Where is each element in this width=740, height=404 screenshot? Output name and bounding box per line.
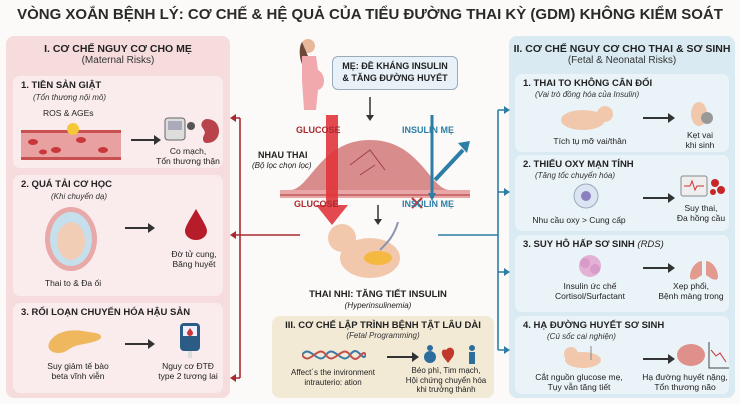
alveoli-icon: [579, 255, 601, 277]
placenta-sublabel: (Bộ lọc chọn lọc): [252, 161, 312, 170]
blood-vessel-icon: [21, 123, 121, 160]
insulin-label-bottom: INSULIN MẸ: [402, 199, 455, 209]
cause-label: Tích tụ mỡ vai/thân: [553, 136, 627, 146]
mother-box-line: MẸ: ĐỀ KHÁNG INSULIN: [342, 61, 448, 71]
card-subtitle: (Tăng tốc chuyển hóa): [535, 171, 616, 180]
shoulder-dystocia-icon: [691, 102, 713, 126]
effect-label: Đờ tử cung,Băng huyết: [171, 249, 217, 270]
card-postpartum-metabolic: 3. RỐI LOẠN CHUYỂN HÓA HẬU SẢN Suy giảm …: [13, 303, 223, 393]
blood-pressure-kidney-icon: [164, 117, 219, 143]
card-preeclampsia: 1. TIỀN SẢN GIẬT (Tổn thương nội mô) ROS…: [13, 76, 223, 168]
baby-icon: [561, 106, 613, 130]
placenta-diagram: [280, 97, 470, 225]
panel-subtitle: (Maternal Risks): [81, 55, 155, 66]
cause-label: ROS & AGEs: [43, 108, 94, 118]
cause-label: Nhu cầu oxy > Cung cấp: [532, 215, 626, 225]
card-title: 1. THAI TO KHÔNG CÂN ĐỐI: [523, 78, 653, 89]
insulin-label-top: INSULIN MẸ: [402, 125, 455, 135]
cell-icon: [573, 183, 599, 209]
card-title: 2. QUÁ TẢI CƠ HỌC: [21, 179, 112, 190]
glucose-label-bottom: GLUCOSE: [294, 199, 339, 209]
pregnant-woman-icon: [299, 39, 324, 110]
maternal-risks-panel: I. CƠ CHẾ NGUY CƠ CHO MẸ (Maternal Risks…: [6, 36, 230, 398]
cause-label: Thai to & Đa ối: [44, 278, 102, 288]
effect-label: Hạ đường huyết nặng,Tổn thương não: [642, 372, 728, 393]
card-subtitle: (Vai trò đồng hóa của Insulin): [535, 90, 640, 99]
fetus-sublabel: (Hyperinsulinemia): [344, 301, 412, 310]
card-subtitle: (Cú sốc cai nghiện): [547, 332, 616, 341]
blood-drop-icon: [185, 209, 207, 240]
dna-icon: [302, 350, 366, 360]
panel-title: I. CƠ CHẾ NGUY CƠ CHO MẸ: [44, 43, 192, 55]
fetal-neonatal-risks-panel: II. CƠ CHẾ NGUY CƠ CHO THAI & SƠ SINH (F…: [509, 36, 735, 398]
infographic-title: VÒNG XOẮN BỆNH LÝ: CƠ CHẾ & HỆ QUẢ CỦA T…: [17, 6, 723, 23]
card-respiratory-distress: 3. SUY HÔ HẤP SƠ SINH (RDS) Insulin ức c…: [515, 235, 729, 312]
effect-label: Co mạch,Tổn thương thận: [156, 146, 220, 167]
panel-title: III. CƠ CHẾ LẬP TRÌNH BỆNH TẬT LÂU DÀI: [285, 320, 481, 331]
cause-label: Cắt nguồn glucose mẹ,Tụy vẫn tăng tiết: [535, 372, 623, 393]
card-title: 1. TIỀN SẢN GIẬT: [21, 80, 102, 91]
effect-label: Xẹp phổi,Bệnh màng trong: [658, 281, 724, 302]
glucometer-icon: [180, 323, 200, 358]
card-title: 2. THIẾU OXY MẠN TÍNH: [523, 159, 634, 170]
brain-chart-icon: [677, 342, 729, 369]
effect-label: Suy thai,Đa hồng cầu: [676, 203, 726, 224]
fetus-label: THAI NHI: TĂNG TIẾT INSULIN: [309, 289, 447, 300]
placenta-label: NHAU THAI: [258, 150, 308, 160]
card-neonatal-hypoglycemia: 4. HẠ ĐƯỜNG HUYẾT SƠ SINH (Cú sốc cai ng…: [515, 316, 729, 394]
card-title: 3. RỐI LOẠN CHUYỂN HÓA HẬU SẢN: [21, 307, 191, 318]
card-mechanical-overload: 2. QUÁ TẢI CƠ HỌC (Khi chuyển dạ) Thai t…: [13, 175, 223, 296]
card-subtitle: (Tổn thương nội mô): [33, 93, 107, 102]
fetal-monitor-rbc-icon: [680, 175, 725, 197]
obesity-heart-icon: [424, 345, 475, 364]
uterus-fetus-icon: [45, 207, 97, 271]
newborn-icon: [564, 346, 601, 368]
mother-box-line: & TĂNG ĐƯỜNG HUYẾT: [342, 72, 448, 83]
glucose-label-top: GLUCOSE: [296, 125, 341, 135]
mother-status-box: MẸ: ĐỀ KHÁNG INSULIN& TĂNG ĐƯỜNG HUYẾT: [332, 56, 458, 90]
card-subtitle: (Khi chuyển dạ): [51, 192, 108, 201]
card-chronic-hypoxia: 2. THIẾU OXY MẠN TÍNH (Tăng tốc chuyển h…: [515, 155, 729, 231]
card-title: 3. SUY HÔ HẤP SƠ SINH (RDS): [523, 239, 664, 250]
fetus-pancreas-icon: [328, 222, 400, 278]
panel-subtitle: (Fetal & Neonatal Risks): [567, 55, 677, 66]
pancreas-icon: [48, 330, 101, 353]
card-macrosomia: 1. THAI TO KHÔNG CÂN ĐỐI (Vai trò đồng h…: [515, 74, 729, 152]
lungs-icon: [690, 253, 718, 280]
card-title: 4. HẠ ĐƯỜNG HUYẾT SƠ SINH: [523, 320, 665, 331]
fetal-programming-panel: III. CƠ CHẾ LẬP TRÌNH BỆNH TẬT LÂU DÀI (…: [272, 316, 494, 398]
panel-title: II. CƠ CHẾ NGUY CƠ CHO THAI & SƠ SINH: [513, 43, 731, 55]
panel-subtitle: (Fetal Programming): [346, 331, 420, 340]
